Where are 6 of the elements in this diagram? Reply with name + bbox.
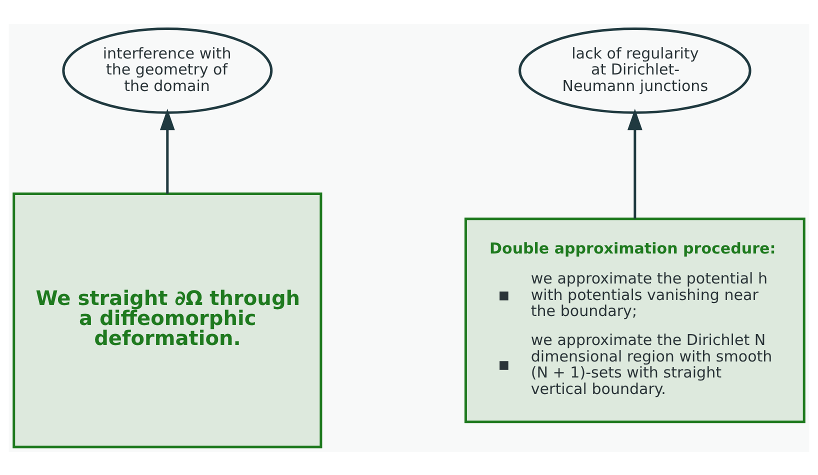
- arrow: [160, 108, 175, 194]
- arrow: [627, 108, 642, 218]
- node-ellipse: interference with the geometry of the domain: [62, 26, 273, 114]
- node-ellipse: lack of regularity at Dirichlet-Neumann junctions: [518, 26, 752, 114]
- node-box: We straight ∂Ω through a diffeomorphic deformation.: [12, 192, 322, 448]
- node-box: Double approximation procedure: we approximate the potential h with potentials vanishing near the boundary; we approximate the Dirichlet N dimensional region with smooth (N + 1)-sets with straight vertical boundary.: [464, 217, 806, 423]
